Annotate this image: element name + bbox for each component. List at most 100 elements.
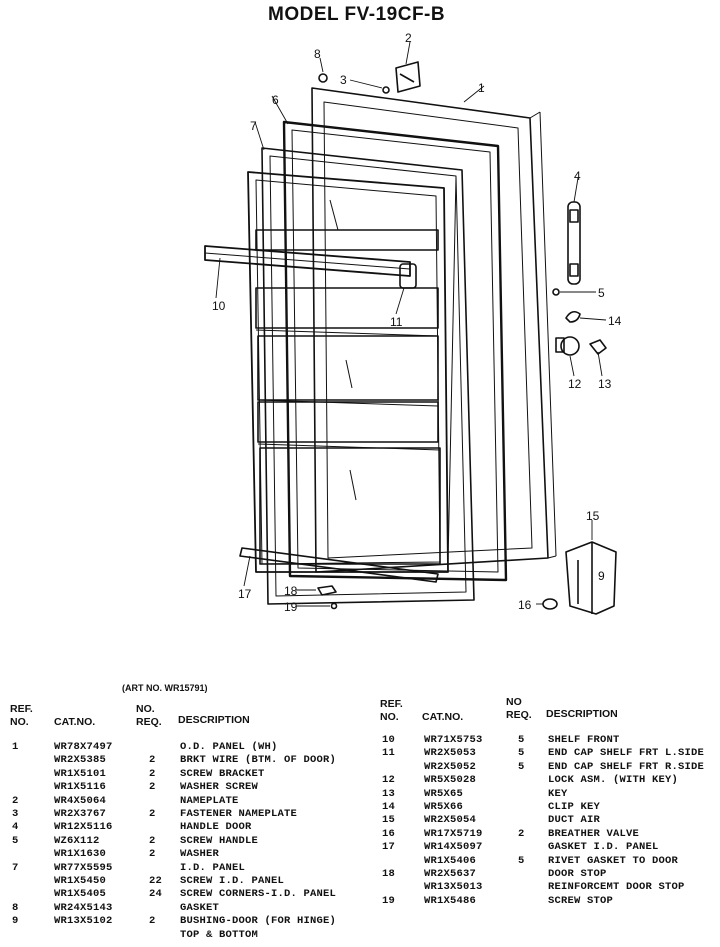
parts-row-cat: WR5X65 [424,787,464,800]
parts-row-desc: TOP & BOTTOM [180,928,259,941]
parts-row-ref: 14 [382,801,396,813]
parts-row-req: 2 [149,767,156,780]
parts-row-cat: WR4X5064 [54,794,107,807]
parts-row-cat: WR1X5450 [54,875,107,887]
parts-row-req: 2 [149,915,156,928]
callout-3: 3 [340,73,347,87]
callout-4: 4 [574,169,581,183]
parts-row-ref: 16 [382,827,396,840]
parts-row-ref: 5 [12,834,19,847]
callout-14: 14 [608,314,622,328]
parts-row-desc: GASKET [180,901,220,914]
parts-row-cat: WR24X5143 [54,901,113,914]
parts-row-cat: WR1X5406 [424,854,477,867]
left-desc-header: DESCRIPTION [178,714,250,726]
handle-screw [552,288,560,296]
lock-assembly [555,336,580,356]
parts-row-cat: WR1X5486 [424,894,477,907]
callout-17: 17 [238,587,252,601]
inner-door-panel [261,147,475,605]
parts-row-desc: SCREW I.D. PANEL [180,875,285,887]
parts-row-cat: WR71X5753 [424,734,483,746]
parts-row-desc: END CAP SHELF FRT L.SIDE [548,747,705,760]
parts-row-req: 2 [518,827,525,840]
parts-row-desc: I.D. PANEL [180,861,246,874]
parts-row-ref: 9 [12,915,19,928]
parts-row-desc: WASHER SCREW [180,781,259,794]
parts-row-ref: 17 [382,841,396,854]
shelf-front-rail [204,245,411,277]
callout-18: 18 [284,584,298,598]
parts-row-desc: SCREW HANDLE [180,834,259,847]
parts-row-cat: WR2X5385 [54,754,107,767]
parts-row-req: 2 [149,781,156,794]
parts-row-ref: 2 [12,794,19,807]
parts-row-req: 5 [518,734,525,746]
parts-row-ref: 8 [12,901,19,914]
parts-row-desc: NAMEPLATE [180,794,239,807]
model-title: MODEL FV-19CF-B [268,4,446,25]
art-number: (ART NO. WR15791) [122,683,208,693]
callout-15: 15 [586,509,600,523]
left-cat-header: CAT.NO. [54,716,96,728]
parts-row-cat: WR2X5637 [424,868,477,880]
parts-row-ref: 15 [382,814,396,827]
parts-row-cat: WR13X5102 [54,915,113,928]
hinge-bushing [318,73,328,83]
parts-row-cat: WR17X5719 [424,827,483,840]
parts-row-req: 2 [149,754,156,767]
lock-key [589,339,607,355]
parts-row-req: 5 [518,760,525,773]
parts-row-desc: FASTENER NAMEPLATE [180,808,298,820]
parts-row-req: 2 [149,834,156,847]
parts-row-req: 24 [149,888,163,901]
callout-13: 13 [598,377,612,391]
callout-6: 6 [272,93,279,107]
inner-liner-shelves [247,171,449,573]
parts-row-cat: WR2X5052 [424,760,477,773]
door-stop [317,585,337,596]
callout-16: 16 [518,598,532,612]
callout-9: 9 [598,569,605,583]
parts-row-desc: BREATHER VALVE [548,827,640,840]
parts-row-cat: WR1X5405 [54,888,107,901]
left-no-header-top: NO. [136,703,155,715]
callout-7: 7 [250,119,257,133]
callout-1: 1 [478,81,485,95]
parts-row-cat: WR1X5116 [54,781,107,794]
parts-row-ref: 19 [382,894,396,907]
callout-11: 11 [390,315,403,329]
parts-row-cat: WZ6X112 [54,834,100,847]
right-no-header-bottom: REQ. [506,709,532,721]
nameplate-fastener [382,86,390,94]
parts-row-req: 2 [149,808,156,820]
parts-row-ref: 10 [382,734,396,746]
parts-row-req: 2 [149,848,156,861]
parts-row-desc: SCREW BRACKET [180,767,265,780]
callout-2: 2 [405,31,412,45]
parts-row-desc: REINFORCEMT DOOR STOP [548,881,685,894]
parts-row-desc: O.D. PANEL (WH) [180,741,278,753]
parts-row-req: 5 [518,747,525,760]
parts-row-cat: WR78X7497 [54,741,113,753]
right-ref-header-top: REF. [380,698,403,710]
parts-row-ref: 1 [12,741,19,753]
parts-row-req: 5 [518,854,525,867]
exploded-door-diagram: 1 2 3 4 5 6 7 8 9 10 11 12 13 14 15 16 1… [204,31,622,615]
parts-row-desc: CLIP KEY [548,801,601,813]
parts-row-ref: 13 [382,787,396,800]
parts-row-cat: WR2X5054 [424,814,477,827]
parts-row-cat: WR1X5101 [54,767,107,780]
parts-row-desc: SCREW STOP [548,894,614,907]
nameplate [395,61,421,93]
parts-row-ref: 3 [12,808,19,820]
left-ref-header-top: REF. [10,703,33,715]
stop-screw [330,602,338,610]
parts-row-cat: WR13X5013 [424,881,483,894]
right-ref-header-bottom: NO. [380,711,399,723]
parts-row-cat: WR77X5595 [54,861,113,874]
parts-row-cat: WR5X5028 [424,774,477,787]
parts-row-desc: WASHER [180,848,220,861]
door-gasket [282,120,508,582]
parts-row-desc: SCREW CORNERS-I.D. PANEL [180,888,337,901]
